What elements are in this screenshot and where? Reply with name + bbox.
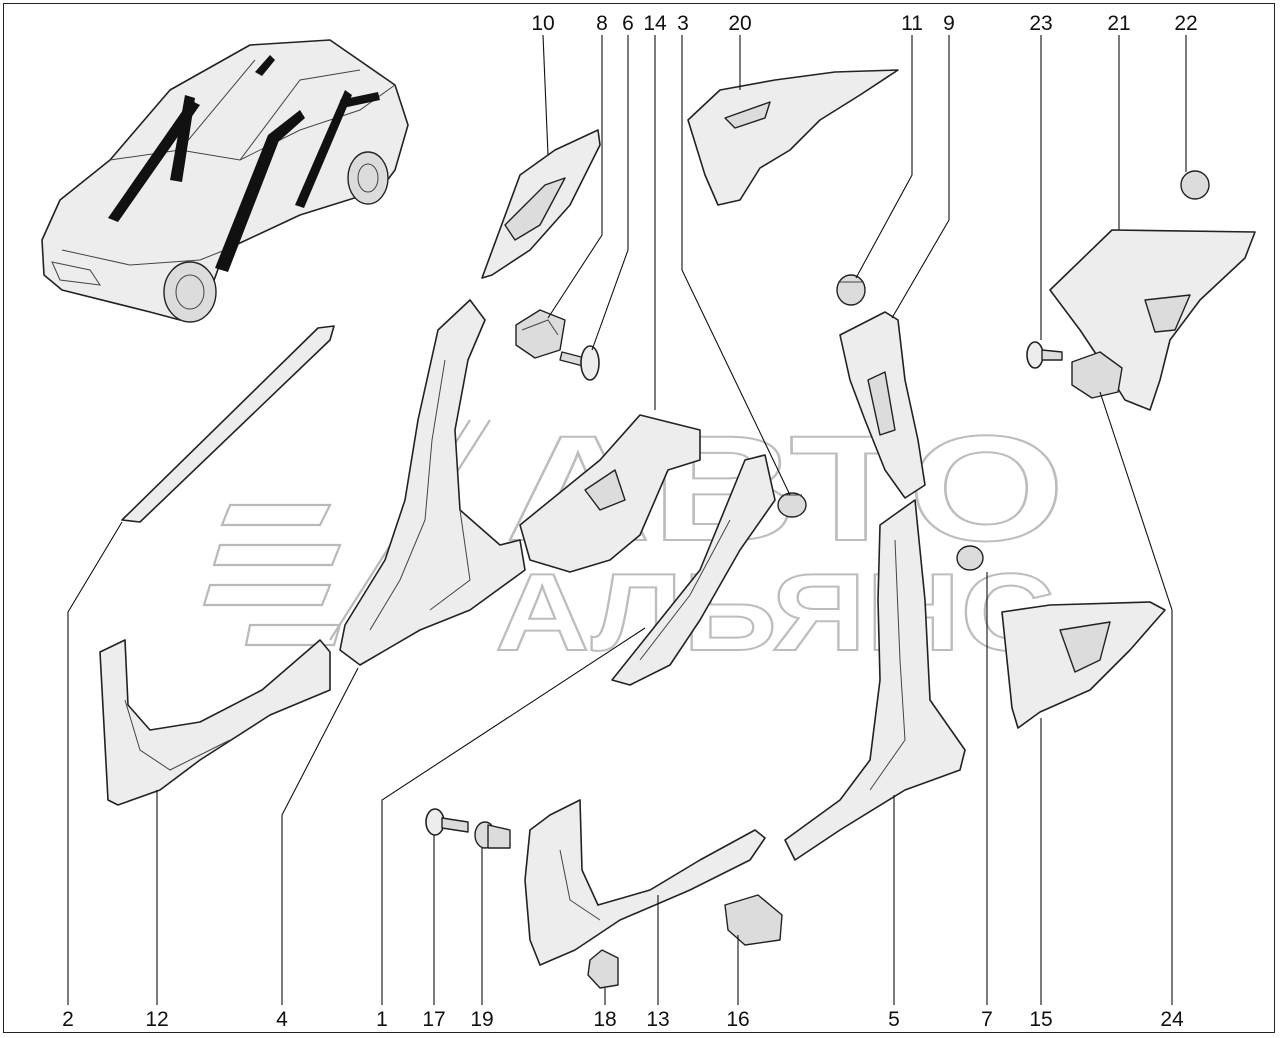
callout-20: 20 — [728, 12, 751, 35]
part-13-rear-sill-trim — [524, 799, 766, 966]
callout-3: 3 — [677, 12, 689, 35]
part-6-screw — [559, 345, 600, 381]
callout-11: 11 — [901, 12, 923, 35]
part-9-b-pillar-upper-trim — [839, 311, 926, 499]
callout-13: 13 — [646, 1008, 669, 1031]
watermark-line2: АЛЬЯНС — [495, 551, 1055, 674]
part-17-screw — [425, 808, 469, 836]
part-22-clip — [1180, 170, 1210, 200]
part-7-clip — [956, 545, 984, 571]
callout-4: 4 — [276, 1008, 288, 1031]
part-19-clip — [474, 821, 511, 849]
part-15-rear-lower-trim — [1001, 601, 1166, 729]
part-b-pillar-lower-trim — [611, 454, 776, 686]
callout-8: 8 — [596, 12, 608, 35]
callout-23: 23 — [1029, 12, 1052, 35]
part-14-dash-side-trim — [519, 414, 701, 573]
part-20-c-pillar-upper-trim — [687, 69, 899, 206]
part-1-a-pillar-lower-trim — [339, 299, 526, 666]
part-5-b-pillar-lower-trim — [784, 499, 966, 861]
callout-17: 17 — [422, 1008, 445, 1031]
callout-19: 19 — [470, 1008, 493, 1031]
callout-15: 15 — [1029, 1008, 1052, 1031]
callout-24: 24 — [1160, 1008, 1184, 1031]
part-23-screw — [1026, 341, 1063, 369]
part-2-windshield-pillar-strip — [121, 325, 335, 523]
callout-22: 22 — [1174, 12, 1197, 35]
callout-1: 1 — [376, 1008, 388, 1031]
callout-2: 2 — [62, 1008, 74, 1031]
part-3-clip — [777, 492, 807, 518]
callout-21: 21 — [1107, 12, 1130, 35]
part-8-clip — [515, 309, 566, 359]
part-10-a-pillar-upper-trim — [481, 129, 601, 279]
part-16-clip — [724, 894, 783, 946]
part-11-clip — [836, 274, 866, 306]
part-21-c-pillar-lower-trim — [1049, 229, 1256, 411]
callout-5: 5 — [888, 1008, 900, 1031]
leader-lines — [67, 34, 1187, 1005]
callout-18: 18 — [593, 1008, 616, 1031]
callout-14: 14 — [643, 12, 667, 35]
watermark-logo: АВТО АЛЬЯНС — [202, 403, 1066, 675]
callout-16: 16 — [726, 1008, 749, 1031]
callout-7: 7 — [981, 1008, 993, 1031]
callout-labels-bottom: 2 12 4 1 17 19 18 13 16 5 7 15 24 — [62, 1008, 1184, 1031]
diagram-frame — [3, 3, 1275, 1033]
part-24-clip — [1071, 351, 1123, 399]
callout-9: 9 — [943, 12, 955, 35]
callout-10: 10 — [531, 12, 554, 35]
part-18-clip — [587, 949, 619, 989]
part-12-front-sill-trim — [99, 639, 331, 806]
callout-12: 12 — [145, 1008, 168, 1031]
callout-labels-top: 10 8 6 14 3 20 11 9 23 21 22 — [531, 12, 1197, 35]
callout-6: 6 — [622, 12, 634, 35]
car-overview-illustration — [41, 39, 409, 323]
